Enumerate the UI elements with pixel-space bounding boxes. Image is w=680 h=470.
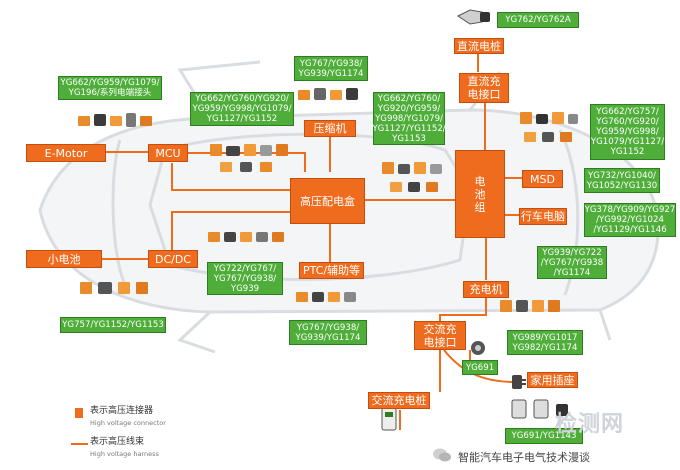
ac-charge-port-block: 交流充 电接口 [414, 321, 466, 350]
legend-connector-swatch [75, 408, 83, 418]
ac-pile-icon [381, 407, 397, 431]
battery-pack-block: 电 池 组 [455, 150, 505, 238]
connector-group-compressor [298, 88, 358, 100]
part-label-dcdc: YG722/YG767/ YG767/YG938/ YG939 [207, 262, 283, 295]
hv-distribution-box: 高压配电盒 [290, 178, 365, 224]
part-label-ac-port: YG989/YG1017 YG982/YG1174 [507, 330, 583, 355]
harness-lines [102, 52, 522, 430]
part-label-charger: YG939/YG722 /YG767/YG938 /YG1174 [537, 246, 607, 279]
mcu-block: MCU [148, 144, 188, 162]
connector-group-ptc [296, 292, 356, 302]
dcdc-block: DC/DC [148, 250, 198, 268]
legend-harness-line [71, 443, 88, 445]
drive-computer-block: 行车电脑 [519, 208, 567, 225]
footer-source: 智能汽车电子电气技术漫谈 [458, 451, 590, 464]
connector-group-hvbox [382, 162, 442, 192]
bottom-plug-icons [511, 399, 568, 419]
part-label-home-socket: YG691 [462, 360, 498, 375]
part-label-bottom: YG691/YG1143 [505, 428, 583, 444]
home-plug-icon [512, 375, 526, 389]
dc-charge-port-block: 直流充 电接口 [459, 73, 509, 103]
legend-harness-sublabel: High voltage harness [90, 450, 159, 458]
part-label-battery: YG662/YG757/ YG760/YG920/ YG959/YG998/ Y… [590, 104, 665, 160]
connector-group-charger [500, 300, 560, 312]
ac-pile-block: 交流充电桩 [368, 392, 430, 409]
part-label-drive-computer: YG378/YG909/YG927 /YG992/YG1024 /YG1129/… [584, 203, 676, 237]
part-label-mcu: YG662/YG760/YG920/ YG959/YG998/YG1079/ Y… [190, 92, 294, 126]
part-label-msd: YG732/YG1040/ YG1052/YG1130 [584, 168, 660, 193]
part-label-dc-pile: YG762/YG762A [497, 12, 579, 28]
small-battery-block: 小电池 [26, 250, 102, 268]
connector-group-battery [520, 112, 578, 142]
dc-plug-icon [457, 9, 490, 25]
legend-connector-label: 表示高压连接器 [90, 406, 154, 416]
part-label-ptc: YG767/YG938/ YG939/YG1174 [289, 320, 367, 345]
connector-group-ac-port [471, 341, 485, 355]
part-label-hv-box: YG662/YG760/ YG920/YG959/ YG998/YG1079/ … [372, 92, 446, 145]
watermark: 检测网 [555, 412, 625, 437]
part-label-compressor: YG767/YG938/ YG939/YG1174 [294, 56, 368, 81]
legend-connector-sublabel: High voltage connector [90, 419, 166, 427]
connector-group-motor [78, 113, 152, 127]
wechat-icon [433, 448, 451, 462]
legend-harness-label: 表示高压线束 [90, 437, 145, 447]
connector-group-mcu [210, 144, 288, 172]
part-label-e-motor: YG662/YG959/YG1079/ YG196/系列电端接头 [58, 76, 162, 100]
dc-pile-block: 直流电桩 [454, 38, 504, 54]
ptc-block: PTC/辅助等 [299, 262, 364, 279]
compressor-block: 压缩机 [304, 120, 356, 137]
msd-block: MSD [522, 170, 563, 188]
connector-group-dcdc [208, 232, 284, 242]
charger-block: 充电机 [463, 281, 509, 298]
connector-clusters [78, 88, 578, 355]
home-socket-block: 家用插座 [527, 372, 578, 388]
part-label-small-battery: YG757/YG1152/YG1153 [60, 317, 166, 333]
connector-group-small-battery [80, 282, 148, 294]
e-motor-block: E-Motor [26, 144, 106, 162]
